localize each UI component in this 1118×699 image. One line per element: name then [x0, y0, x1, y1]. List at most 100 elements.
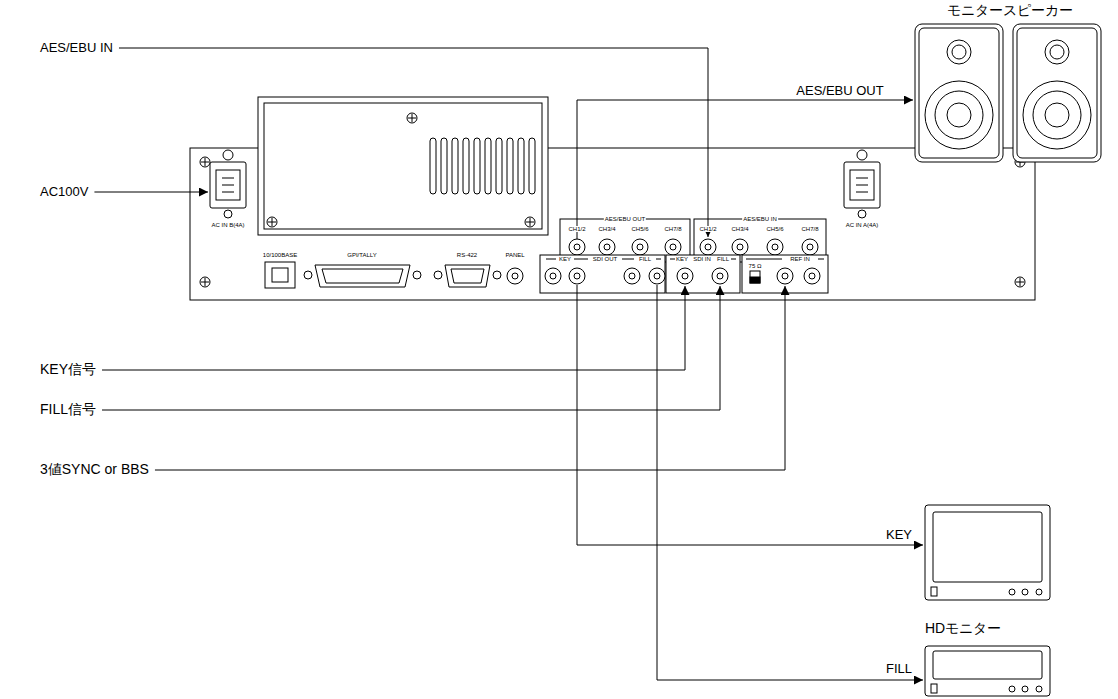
drawing-part	[857, 150, 867, 160]
connector-label: CH3/4	[730, 226, 749, 232]
signal-label: AES/EBU OUT	[796, 84, 883, 97]
drawing-part	[935, 91, 983, 139]
ac-inlet-a	[844, 150, 880, 218]
drawing-part	[700, 239, 716, 255]
drawing-part	[518, 138, 524, 194]
drawing-part	[632, 239, 648, 255]
termination-switch	[750, 271, 760, 283]
drawing-part	[272, 268, 288, 282]
drawing-part	[441, 138, 447, 194]
drawing-part	[624, 268, 640, 284]
drawing-part	[445, 265, 490, 287]
drawing-part	[1022, 589, 1028, 595]
drawing-part	[550, 273, 556, 279]
drawing-part	[782, 273, 788, 279]
drawing-part	[915, 24, 1003, 162]
signal-wire	[102, 286, 720, 410]
connector-label: CH3/4	[597, 226, 616, 232]
drawing-part	[222, 178, 234, 192]
drawing-part	[1036, 589, 1042, 595]
connector-label: SDI IN	[692, 256, 712, 262]
drawing-part	[925, 505, 1050, 600]
drawing-part	[670, 244, 676, 250]
connector-label: CH1/2	[698, 226, 717, 232]
drawing-part	[569, 268, 585, 284]
drawing-part	[1023, 81, 1091, 149]
drawing-part	[1009, 589, 1015, 595]
key-monitor	[925, 505, 1050, 600]
drawing-part	[1022, 686, 1028, 692]
connector-label: CH1/2	[567, 226, 586, 232]
bnc-connectors	[545, 268, 820, 284]
drawing-part	[1045, 40, 1069, 64]
connector-label: CH5/6	[765, 226, 784, 232]
drawing-part	[529, 138, 535, 194]
drawing-part	[507, 138, 513, 194]
connector-label: PANEL	[504, 252, 525, 258]
signal-label: 3値SYNC or BBS	[40, 462, 149, 476]
drawing-part	[750, 271, 760, 283]
signal-wire	[102, 286, 685, 370]
signal-wire	[94, 192, 208, 193]
drawing-part	[649, 268, 665, 284]
drawing-part	[545, 268, 561, 284]
drawing-part	[496, 138, 502, 194]
drawing-part	[933, 651, 1042, 679]
housing	[258, 97, 548, 235]
housing-inner	[264, 103, 542, 229]
signal-label: FILL	[886, 662, 912, 675]
drawing-part	[604, 244, 610, 250]
connector-label: 75 Ω	[748, 263, 763, 269]
connector-label: KEY	[675, 256, 689, 262]
drawing-part	[931, 587, 937, 596]
drawing-part	[223, 150, 233, 160]
drawing-part	[304, 271, 312, 279]
drawing-part	[777, 268, 793, 284]
signal-label: KEY	[886, 528, 912, 541]
rs422-dsub	[434, 265, 501, 287]
drawing-part	[850, 170, 874, 200]
drawing-part	[767, 239, 783, 255]
hd-monitor: HDモニター	[920, 618, 1055, 698]
drawing-part	[705, 244, 711, 250]
connector-label: FILL	[638, 256, 652, 262]
drawing-part	[809, 273, 815, 279]
signal-wire	[577, 285, 923, 545]
ac-inlet-b	[210, 150, 246, 218]
drawing-part	[915, 24, 1101, 162]
drawing-part	[485, 138, 491, 194]
rj45-port	[265, 262, 295, 288]
connector-label: SDI OUT	[592, 256, 618, 262]
drawing-part	[629, 273, 635, 279]
drawing-part	[717, 273, 723, 279]
drawing-part	[1009, 686, 1015, 692]
drawing-part	[637, 244, 643, 250]
drawing-part	[807, 244, 813, 250]
drawing-part	[1013, 24, 1101, 162]
drawing-part	[931, 684, 937, 693]
drawing-part	[919, 28, 999, 158]
drawing-part	[677, 268, 693, 284]
drawing-part	[216, 170, 240, 200]
drawing-part	[802, 239, 818, 255]
drawing-part	[925, 646, 1050, 696]
drawing-part	[772, 244, 778, 250]
drawing-part	[925, 646, 1050, 696]
connector-label: AES/EBU IN	[742, 216, 778, 222]
drawing-part	[451, 269, 484, 283]
drawing-part	[737, 244, 743, 250]
node-heading: HDモニター	[925, 621, 1001, 635]
drawing-part	[599, 239, 615, 255]
drawing-part	[210, 162, 246, 208]
gpi-tally-dsub	[304, 265, 421, 287]
drawing-part	[201, 114, 1024, 286]
connector-label: AC IN A(4A)	[845, 222, 880, 228]
drawing-part	[858, 210, 866, 218]
signal-wire	[577, 100, 913, 239]
drawing-part	[1033, 91, 1081, 139]
drawing-part	[1045, 103, 1069, 127]
panel-bnc	[507, 268, 523, 284]
connector-label: CH7/8	[800, 226, 819, 232]
signal-wire	[119, 48, 708, 237]
drawing-part	[1017, 28, 1097, 158]
